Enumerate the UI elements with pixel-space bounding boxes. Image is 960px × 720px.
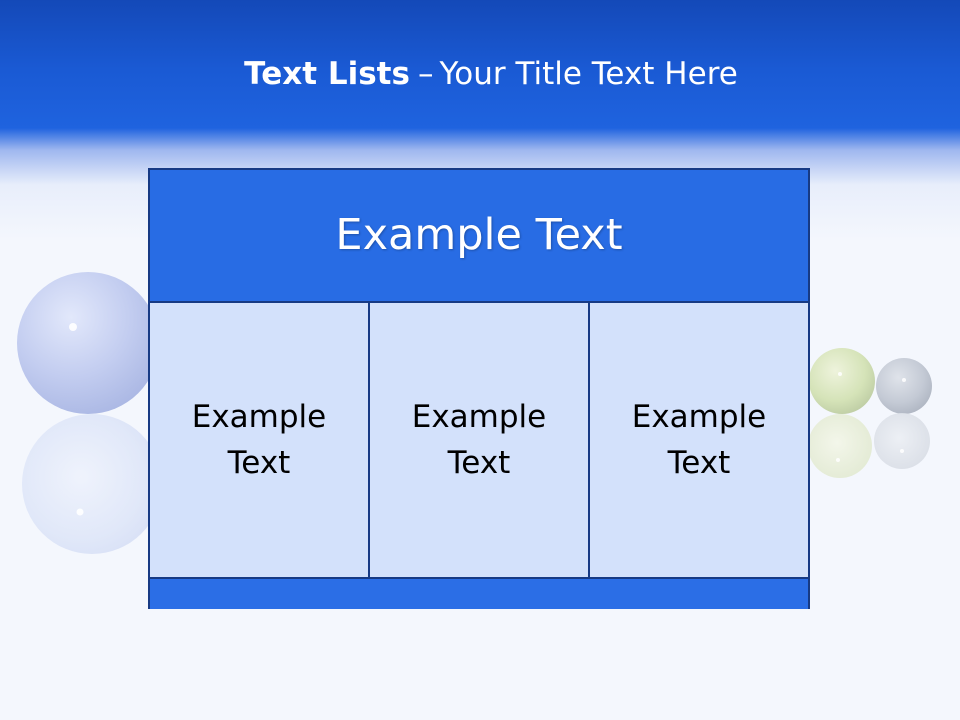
title-dash: – <box>417 56 434 92</box>
green-sphere <box>809 348 875 414</box>
column-1-text: Example Text <box>191 399 327 481</box>
column-2: Example Text <box>370 303 590 577</box>
grey-sphere <box>876 358 932 414</box>
column-1: Example Text <box>150 303 370 577</box>
diagram-header-text: Example Text <box>335 210 623 260</box>
grey-sphere-highlight <box>902 378 906 382</box>
diagram-header: Example Text <box>150 170 808 303</box>
text-list-diagram: Example Text Example Text Example Text E… <box>148 168 810 609</box>
title-bold-text: Text Lists <box>244 56 410 92</box>
column-3-text: Example Text <box>631 399 767 481</box>
title-rest-text: Your Title Text Here <box>439 56 738 92</box>
grey-sphere-reflection <box>874 413 930 469</box>
green-sphere-highlight <box>838 372 842 376</box>
blue-sphere-reflection <box>22 414 162 554</box>
green-sphere-reflection <box>808 414 872 478</box>
column-2-text: Example Text <box>411 399 547 481</box>
blue-sphere <box>17 272 159 414</box>
blue-sphere-highlight <box>69 323 77 331</box>
diagram-footer-bar <box>150 577 808 609</box>
title-bar: Text Lists–Your Title Text Here <box>0 0 960 150</box>
blue-reflection-highlight <box>76 508 84 516</box>
grey-reflection-highlight <box>900 449 904 453</box>
green-reflection-highlight <box>836 458 840 462</box>
slide-title: Text Lists–Your Title Text Here <box>0 52 960 96</box>
column-3: Example Text <box>590 303 808 577</box>
diagram-columns: Example Text Example Text Example Text <box>150 303 808 577</box>
